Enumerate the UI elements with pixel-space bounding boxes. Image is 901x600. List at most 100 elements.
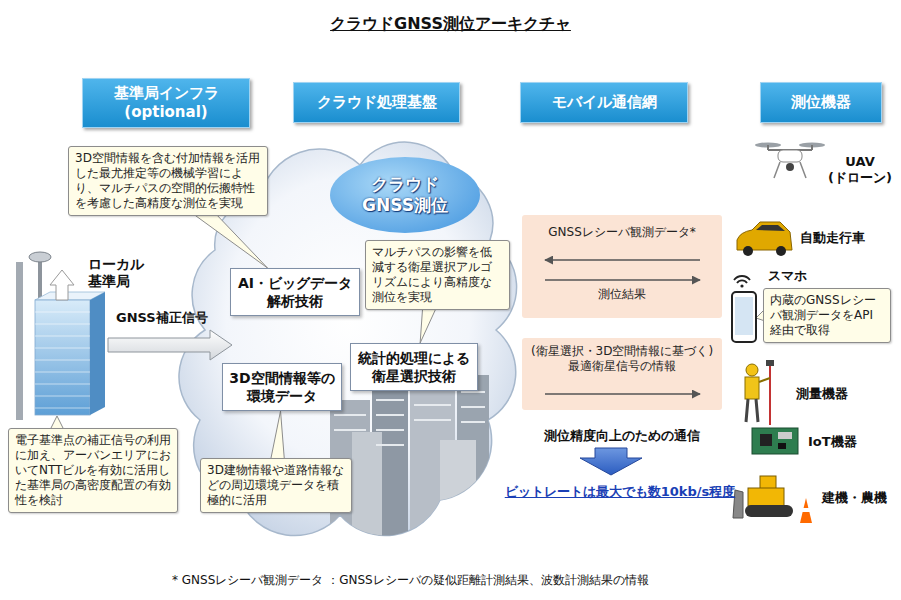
device-label: 測量機器 (796, 386, 886, 402)
process-text: 統計的処理による衛星選択技術 (357, 349, 471, 385)
station-label-box: ローカル基準局 (88, 256, 150, 290)
callout-box: 電子基準点の補正信号の利用に加え、アーバンエリアにおいてNTTビルを有効に活用し… (8, 428, 178, 513)
callout-box: 内蔵のGNSSレシーバ観測データをAPI経由で取得 (763, 288, 891, 343)
base-station (38, 258, 42, 302)
header-text: 基準局インフラ (optional) (87, 84, 245, 122)
peach-panel (522, 215, 722, 318)
phone-icon (734, 276, 750, 283)
callout-box: マルチパスの影響を低減する衛星選択アルゴリズムにより高精度な測位を実現 (365, 240, 510, 310)
footnote: * GNSSレシーバ観測データ ：GNSSレシーバの疑似距離計測結果、波数計測結… (172, 572, 812, 588)
note-label-box: 測位精度向上のための通信 (522, 428, 722, 444)
callout-text: 内蔵のGNSSレシーバ観測データをAPI経由で取得 (770, 293, 884, 338)
message-text: 測位結果 (526, 287, 718, 302)
down-arrow (580, 448, 642, 475)
city-buildings (330, 368, 489, 552)
peach-panel (522, 338, 722, 410)
surveyor-icon (759, 378, 770, 382)
city-buildings (334, 385, 485, 445)
data-arrow (545, 393, 700, 395)
header-text: クラウド処理基盤 (298, 93, 455, 112)
car-icon (737, 222, 792, 250)
data-arrow (545, 260, 700, 394)
base-station (35, 300, 90, 415)
iot-board-icon (752, 428, 798, 454)
data-arrow (545, 279, 700, 281)
callout-text: マルチパスの影響を低減する衛星選択アルゴリズムにより高精度な測位を実現 (372, 245, 503, 305)
drone-icon (774, 162, 806, 178)
bulldozer-icon (802, 508, 810, 512)
surveyor-icon (766, 360, 774, 366)
bitrate-label: ビットレートは最大でも数10kb/s程度 (480, 484, 760, 500)
bulldozer-icon (800, 498, 812, 523)
car-icon (756, 225, 785, 231)
header-text: 測位機器 (765, 93, 877, 112)
base-station (29, 252, 51, 262)
signal-label: GNSS補正信号 (116, 310, 226, 326)
process-text: 3D空間情報等の環境データ (229, 369, 335, 405)
cloud-title: クラウド GNSS測位 (330, 157, 480, 233)
column-header: クラウド処理基盤 (293, 82, 460, 123)
message-panel: (衛星選択・3D空間情報に基づく) 最適衛星信号の情報 (522, 338, 722, 410)
device-label: UAV (ドローン) (826, 154, 894, 186)
city-buildings (440, 440, 476, 550)
column-header: モバイル通信網 (520, 82, 688, 123)
process-text: AI・ビッグデータ解析技術 (237, 274, 353, 310)
note-label: 測位精度向上のための通信 (522, 428, 722, 444)
base-station (90, 292, 105, 415)
process-box: 統計的処理による衛星選択技術 (350, 343, 478, 391)
base-station (35, 312, 90, 408)
station-label: ローカル基準局 (88, 256, 150, 290)
surveyor-icon (745, 360, 774, 425)
title-box: クラウドGNSS測位アーキクチャ (0, 14, 901, 34)
base-station (16, 262, 23, 420)
iot-board-icon (778, 432, 792, 439)
device-label: スマホ (768, 268, 828, 284)
process-box: AI・ビッグデータ解析技術 (230, 268, 360, 316)
car-icon (743, 246, 753, 256)
bitrate-label-box: ビットレートは最大でも数10kb/s程度 (480, 484, 760, 500)
column-header: 基準局インフラ (optional) (82, 78, 250, 128)
drone-icon (786, 163, 794, 171)
device-label-box: UAV (ドローン) (826, 154, 894, 186)
device-label: IoT機器 (808, 434, 893, 450)
callout-text: 電子基準点の補正信号の利用に加え、アーバンエリアにおいてNTTビルを有効に活用し… (15, 433, 171, 508)
callout-text: 3D建物情報や道路情報などの周辺環境データを積極的に活用 (207, 463, 345, 508)
iot-board-icon (752, 428, 798, 454)
callout-text: 3D空間情報を含む付加情報を活用した最尤推定等の機械学習により、マルチパスの空間… (75, 151, 261, 211)
device-label-box: 自動走行車 (800, 230, 892, 246)
surveyor-icon (746, 364, 758, 376)
car-icon (737, 222, 792, 256)
phone-icon (732, 292, 756, 342)
device-label-box: IoT機器 (808, 434, 893, 450)
correction-arrow (108, 330, 232, 360)
message-panel: GNSSレシーバ観測データ* 測位結果 (522, 215, 722, 318)
iot-board-icon (760, 434, 772, 446)
process-box: 3D空間情報等の環境データ (222, 363, 342, 411)
base-station (50, 270, 74, 300)
footnote-box: * GNSSレシーバ観測データ ：GNSSレシーバの疑似距離計測結果、波数計測結… (172, 572, 812, 588)
device-label-box: 測量機器 (796, 386, 886, 402)
phone-icon (740, 284, 743, 287)
device-label-box: スマホ (768, 268, 828, 284)
callout-box: 3D空間情報を含む付加情報を活用した最尤推定等の機械学習により、マルチパスの空間… (68, 146, 268, 216)
drone-icon (811, 145, 813, 150)
car-icon (776, 246, 786, 256)
surveyor-icon (746, 399, 758, 422)
signal-label-box: GNSS補正信号 (116, 310, 226, 326)
column-header: 測位機器 (760, 82, 882, 123)
phone-icon (735, 297, 753, 335)
device-label: 建機・農機 (822, 490, 898, 506)
device-label: 自動走行車 (800, 230, 892, 246)
bulldozer-icon (745, 505, 793, 517)
message-text: GNSSレシーバ観測データ* (526, 225, 718, 240)
callout-box: 3D建物情報や道路情報などの周辺環境データを積極的に活用 (200, 458, 352, 513)
message-text: (衛星選択・3D空間情報に基づく) 最適衛星信号の情報 (526, 344, 718, 374)
device-label-box: 建機・農機 (822, 490, 898, 506)
phone-icon (732, 276, 756, 342)
data-arrow (545, 259, 700, 261)
city-buildings (352, 432, 382, 552)
down-arrow (580, 448, 642, 475)
iot-board-icon (778, 443, 786, 449)
peach-panel (522, 215, 722, 410)
